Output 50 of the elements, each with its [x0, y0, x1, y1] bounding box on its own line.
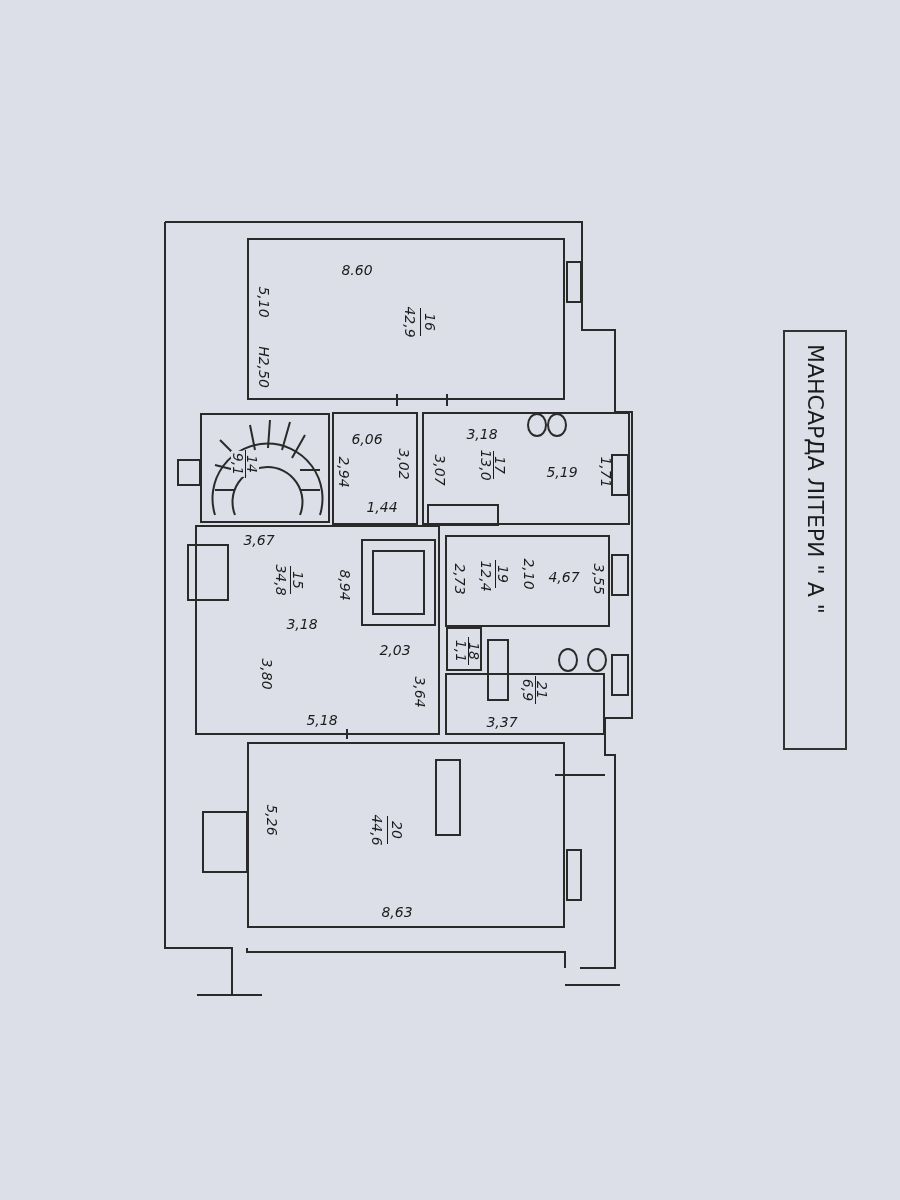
dimension-label: 3,55	[592, 563, 606, 595]
room	[422, 412, 630, 525]
dimension-label: 2,73	[453, 563, 467, 595]
area-label: 44,6	[370, 814, 384, 846]
room	[200, 413, 330, 523]
dimension-label: 6,06	[351, 432, 383, 446]
dimension-label: 5,19	[546, 465, 578, 479]
room	[445, 673, 605, 735]
dimension-label: 3,67	[243, 533, 275, 547]
title-label: МАНСАРДА ЛІТЕРИ " А "	[783, 330, 847, 750]
area-label: 12,4	[479, 560, 493, 592]
room	[247, 238, 565, 400]
area-label: 9,1	[231, 450, 245, 478]
dimension-label: 3,64	[413, 676, 427, 708]
room	[247, 742, 565, 928]
dimension-label: 2,03	[379, 643, 411, 657]
room-number: 20	[390, 821, 404, 839]
room	[332, 412, 418, 525]
area-label: 34,8	[274, 564, 288, 596]
room-number: 17	[493, 456, 507, 474]
area-label: 1,1	[454, 639, 468, 663]
dimension-label: 8.60	[341, 263, 373, 277]
dimension-label: 5,18	[306, 713, 338, 727]
room	[195, 525, 440, 735]
area-label: 1,44	[366, 500, 398, 514]
dimension-label: 8,63	[381, 905, 413, 919]
dimension-label: 8,94	[338, 569, 352, 601]
dimension-label: 2,10	[522, 558, 536, 590]
dimension-label: 4,67	[548, 570, 580, 584]
dimension-label: 5,26	[265, 804, 279, 836]
area-label: 42,9	[403, 306, 417, 338]
dimension-label: 3,07	[433, 454, 447, 486]
dimension-label: 3,02	[397, 448, 411, 480]
room-number: 16	[423, 313, 437, 331]
dimension-label: 5,10	[257, 286, 271, 318]
dimension-label: 3,80	[260, 658, 274, 690]
room	[445, 535, 610, 627]
dimension-label: 3,18	[286, 617, 318, 631]
room-number: 15	[291, 571, 305, 589]
dimension-label: 1,71	[599, 456, 613, 488]
room-number: 21	[535, 681, 549, 699]
dimension-label: 2,94	[337, 456, 351, 488]
room-number: 19	[496, 565, 510, 583]
room-number: 18	[467, 642, 481, 660]
height-label: Н2,50	[257, 346, 271, 388]
dimension-label: 3,37	[486, 715, 518, 729]
area-label: 13,0	[479, 449, 493, 481]
dimension-label: 3,18	[466, 427, 498, 441]
room	[446, 627, 482, 671]
area-label: 6,9	[521, 678, 535, 702]
